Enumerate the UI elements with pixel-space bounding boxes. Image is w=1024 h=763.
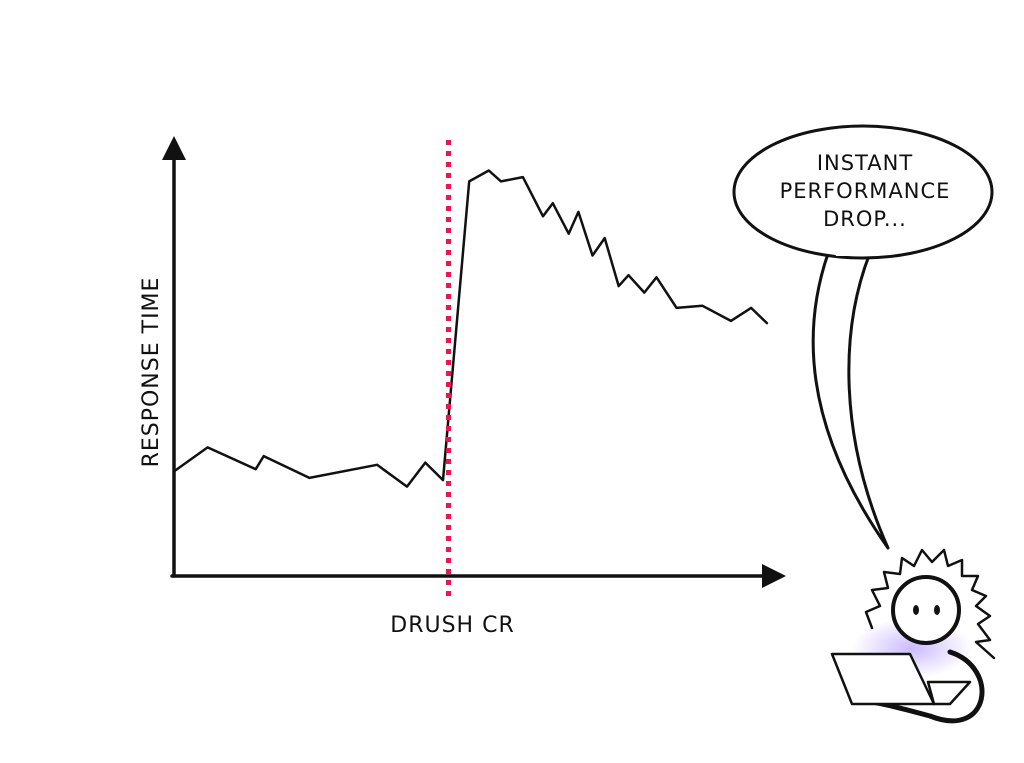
right-eye bbox=[934, 605, 940, 615]
stick-figure bbox=[830, 548, 996, 724]
laptop-keyboard bbox=[926, 680, 972, 706]
series-line bbox=[172, 169, 769, 488]
bubble-line-3: DROP... bbox=[823, 207, 907, 231]
y-axis-arrowhead bbox=[162, 136, 186, 160]
speech-bubble-tail bbox=[811, 246, 890, 550]
spiky-hair bbox=[864, 548, 996, 660]
stick-figure-head bbox=[891, 575, 961, 645]
x-axis-arrowhead bbox=[762, 564, 786, 588]
axes bbox=[162, 136, 786, 588]
speech-bubble: INSTANT PERFORMANCE DROP... bbox=[732, 124, 994, 550]
drush-cr-label: DRUSH CR bbox=[390, 613, 514, 638]
bubble-line-2: PERFORMANCE bbox=[780, 179, 951, 203]
y-axis-label: RESPONSE TIME bbox=[139, 277, 164, 468]
bubble-line-1: INSTANT bbox=[817, 151, 913, 175]
left-eye bbox=[913, 605, 919, 615]
speech-bubble-body bbox=[732, 124, 994, 260]
